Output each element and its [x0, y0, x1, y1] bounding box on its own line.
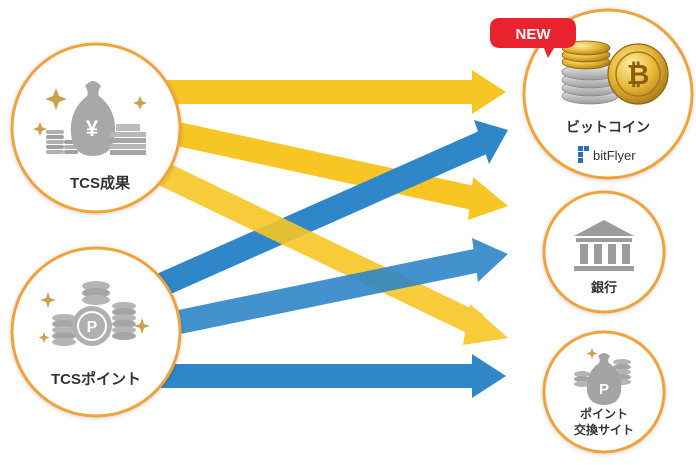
source-tcs-seika: ¥ TCS成果 — [10, 42, 182, 214]
arrow-point-to-point-exchange — [150, 354, 506, 398]
bitflyer-brand: bitFlyer — [593, 148, 636, 163]
new-badge-label: NEW — [516, 26, 552, 43]
svg-text:P: P — [599, 381, 609, 398]
destination-bank: 銀行 — [542, 190, 666, 314]
flow-arrows — [140, 70, 508, 398]
svg-text:₿: ₿ — [627, 59, 650, 90]
arrow-seika-to-point-exchange — [149, 159, 508, 345]
arrow-point-to-bank — [157, 238, 508, 338]
destination-point-exchange-label-line1: ポイント — [580, 406, 628, 421]
money-bag-yen-icon: ¥ — [33, 81, 147, 156]
arrow-seika-to-bank — [147, 116, 508, 220]
bitflyer-logo: bitFlyer — [578, 146, 636, 163]
new-badge: NEW — [490, 18, 576, 58]
destination-point-exchange-label-line2: 交換サイト — [574, 422, 634, 437]
destination-point-exchange: P ポイント 交換サイト — [542, 330, 666, 454]
svg-text:P: P — [87, 319, 98, 336]
arrow-seika-to-bitcoin — [140, 70, 506, 114]
point-bag-icon: P — [574, 348, 631, 405]
bitcoin-coins-icon: ₿ — [561, 40, 669, 105]
source-tcs-point: P TCSポイント — [10, 246, 182, 418]
arrow-point-to-bitcoin — [145, 120, 508, 301]
source-tcs-seika-label: TCS成果 — [70, 174, 131, 192]
destination-bank-label: 銀行 — [591, 280, 617, 295]
bank-building-icon — [574, 220, 634, 271]
svg-text:¥: ¥ — [86, 116, 99, 141]
source-tcs-point-label: TCSポイント — [51, 370, 141, 388]
destination-bitcoin-label: ビットコイン — [566, 119, 650, 135]
point-coins-icon: P — [38, 281, 150, 346]
destination-bitcoin: ₿ ビットコイン bitFlyer NEW — [490, 8, 694, 180]
